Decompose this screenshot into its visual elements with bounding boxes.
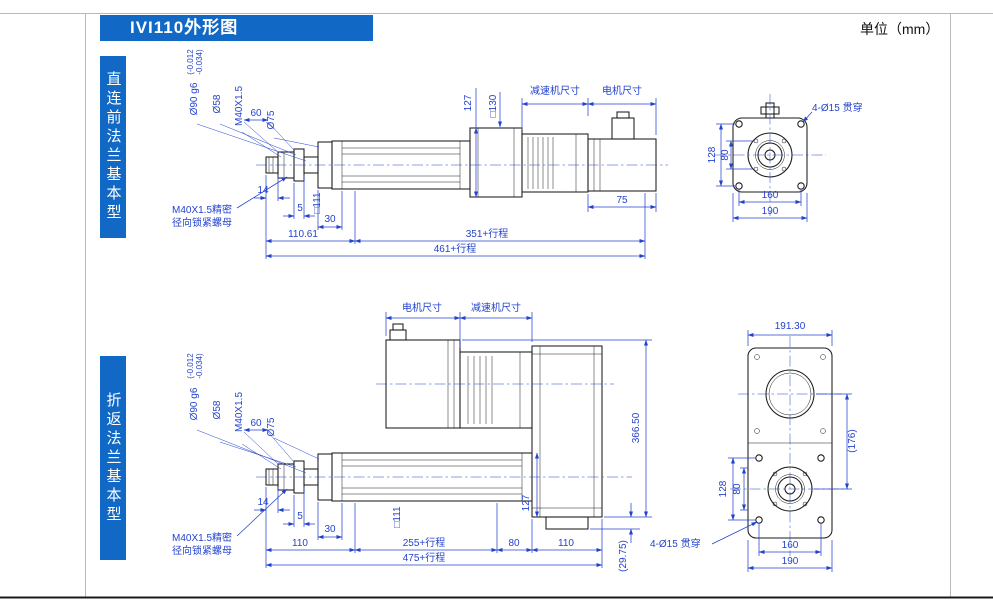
sidebar-label-foldback-type: 折返法兰基本型 (100, 356, 126, 560)
housing-foot (545, 516, 589, 530)
motor-connector-pins (616, 111, 630, 119)
dim-5: 5 (297, 203, 303, 214)
dim-75: 75 (616, 195, 628, 206)
bolt-hole (797, 182, 805, 190)
dim-sq111: □111 (312, 192, 323, 214)
unit-label: 单位（mm） (860, 21, 940, 37)
motor-connector-pins (392, 323, 404, 331)
dim-14: 14 (257, 497, 269, 508)
dim-160: 160 (762, 190, 779, 201)
dim-thread: M40X1.5 (234, 86, 245, 126)
dim-tol-lower: -0.034) (195, 49, 204, 75)
dim-dia58: Ø58 (212, 94, 223, 113)
bolt-hole (817, 454, 825, 462)
bottom-view-dimensions (196, 312, 652, 568)
motor-connector (611, 117, 635, 140)
sidebar-label-direct-type: 直连前法兰基本型 (100, 56, 126, 238)
dim-29-75: (29.75) (618, 540, 629, 572)
dim-190: 190 (762, 206, 779, 217)
bottom-flange-labels: 191.30 (176) 128 80 160 190 4-Ø15 贯穿 (650, 321, 858, 567)
bolt-hole (797, 120, 805, 128)
dim-dia75: Ø75 (266, 417, 277, 436)
dim-127: 127 (521, 494, 532, 511)
dim-30: 30 (324, 214, 336, 225)
bolt-hole (735, 182, 743, 190)
top-view-labels: Ø90 g6 (-0.012 -0.034) Ø58 M40X1.5 60 Ø7… (172, 49, 642, 255)
dim-366-50: 366.50 (631, 412, 642, 443)
dim-176: (176) (847, 429, 858, 452)
dim-dia90: Ø90 g6 (189, 82, 200, 115)
dim-tol-upper: (-0.012 (186, 49, 195, 75)
gearbox-size-label: 减速机尺寸 (471, 301, 521, 314)
dim-80: 80 (720, 149, 731, 161)
dim-30: 30 (324, 524, 336, 535)
dim-128: 128 (707, 146, 718, 163)
dim-sq130: □130 (488, 94, 499, 117)
bottom-side-view (265, 323, 603, 530)
top-flange-labels: 4-Ø15 贯穿 128 80 160 190 (707, 101, 863, 217)
gearbox (459, 351, 533, 429)
dim-tol-lower: -0.034) (195, 353, 204, 379)
dim-110-61: 110.61 (288, 229, 318, 240)
note-line1: M40X1.5精密 (172, 203, 232, 216)
top-side-view (265, 111, 657, 198)
note-line1: M40X1.5精密 (172, 531, 232, 544)
dim-127: 127 (463, 94, 474, 111)
dim-191-30: 191.30 (775, 321, 806, 332)
bolt-hole (755, 454, 763, 462)
motor-size-label: 电机尺寸 (402, 301, 442, 314)
dim-stroke-461: 461+行程 (434, 242, 477, 255)
dim-stroke-255: 255+行程 (403, 536, 446, 549)
top-view-dimensions (196, 88, 668, 259)
dim-80: 80 (732, 483, 743, 495)
dim-110-front: 110 (292, 538, 308, 549)
dim-110-rear: 110 (558, 538, 574, 549)
dim-128: 128 (718, 480, 729, 497)
dim-60: 60 (250, 418, 262, 429)
dim-dia90: Ø90 g6 (189, 387, 200, 420)
sheet-frame (0, 13, 993, 599)
title-bar: IVI110外形图 (100, 15, 373, 41)
gearbox-size-label: 减速机尺寸 (530, 84, 580, 97)
bottom-view-labels: 电机尺寸 减速机尺寸 Ø90 g6 (-0.012 -0.034) Ø58 M4… (172, 301, 642, 572)
dim-holes: 4-Ø15 贯穿 (812, 101, 863, 114)
top-flange-dimensions (714, 94, 826, 222)
motor-connector (389, 329, 407, 341)
dim-190: 190 (782, 556, 799, 567)
bottom-flange-dimensions (711, 330, 852, 572)
dim-stroke-475: 475+行程 (403, 551, 446, 564)
dim-stroke-351: 351+行程 (466, 227, 509, 240)
dim-80: 80 (508, 538, 520, 549)
rear-housing (531, 345, 603, 518)
dim-5: 5 (297, 511, 303, 522)
dim-dia58: Ø58 (212, 400, 223, 419)
dim-dia75: Ø75 (266, 110, 277, 129)
bolt-hole (735, 120, 743, 128)
gearbox (521, 133, 589, 193)
dim-thread: M40X1.5 (234, 392, 245, 432)
note-line2: 径向锁紧螺母 (172, 216, 232, 229)
dim-sq111: □111 (392, 506, 403, 528)
dim-160: 160 (782, 540, 799, 551)
dim-60: 60 (250, 108, 262, 119)
dim-14: 14 (257, 185, 269, 196)
note-line2: 径向锁紧螺母 (172, 544, 232, 557)
bolt-hole (817, 516, 825, 524)
dim-tol-upper: (-0.012 (186, 353, 195, 379)
page-title: IVI110外形图 (130, 18, 239, 37)
dim-holes: 4-Ø15 贯穿 (650, 537, 701, 550)
motor-size-label: 电机尺寸 (602, 84, 642, 97)
